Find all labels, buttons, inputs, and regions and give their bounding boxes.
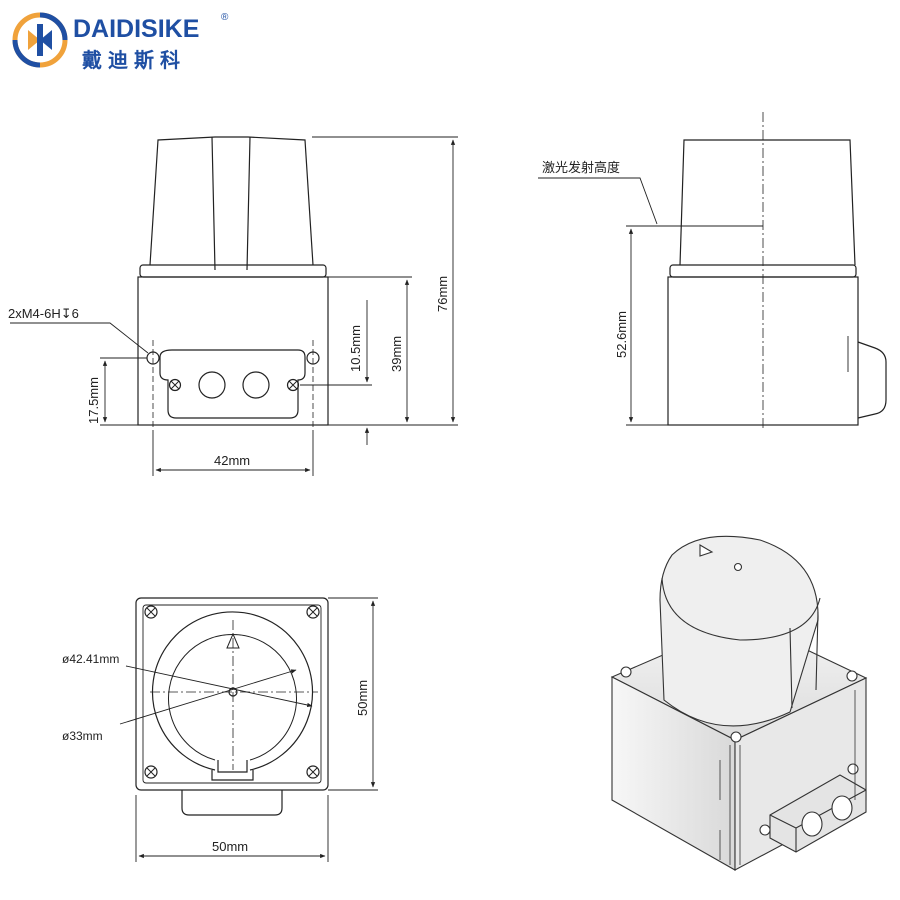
brand-name-en: DAIDISIKE [73,15,199,43]
dim-depth-50: 50mm [355,680,370,716]
dim-width-50: 50mm [212,839,248,854]
dim-total-height: 76mm [435,276,450,312]
front-view-dimensions [10,136,458,476]
dim-hole-height: 17.5mm [86,377,101,424]
top-view-dimensions [119,597,378,862]
top-view [135,597,329,816]
brand-logo: DAIDISIKE ® 戴迪斯科 [12,12,229,72]
dim-width-42: 42mm [214,453,250,468]
dim-body-height: 39mm [389,336,404,372]
top-view-labels: ø42.41mm ø33mm 50mm 50mm [62,652,370,854]
side-view [667,112,887,430]
front-view [137,136,329,430]
side-view-labels: 激光发射高度 52.6mm [542,160,629,358]
laser-height-label: 激光发射高度 [542,160,620,176]
brand-name-cn: 戴迪斯科 [82,48,186,72]
isometric-view [610,535,868,871]
side-view-dimensions [538,177,763,426]
dim-outer-diameter: ø42.41mm [62,652,119,666]
logo-emblem-icon [12,12,68,68]
dim-laser-height: 52.6mm [614,311,629,358]
dim-inner-diameter: ø33mm [62,729,103,743]
dim-connector-offset: 10.5mm [348,325,363,372]
thread-callout: 2xM4-6H↧6 [8,306,79,321]
front-view-labels: 2xM4-6H↧6 42mm 17.5mm 10.5mm 39mm 76mm [8,276,450,468]
registered-mark: ® [221,12,229,23]
